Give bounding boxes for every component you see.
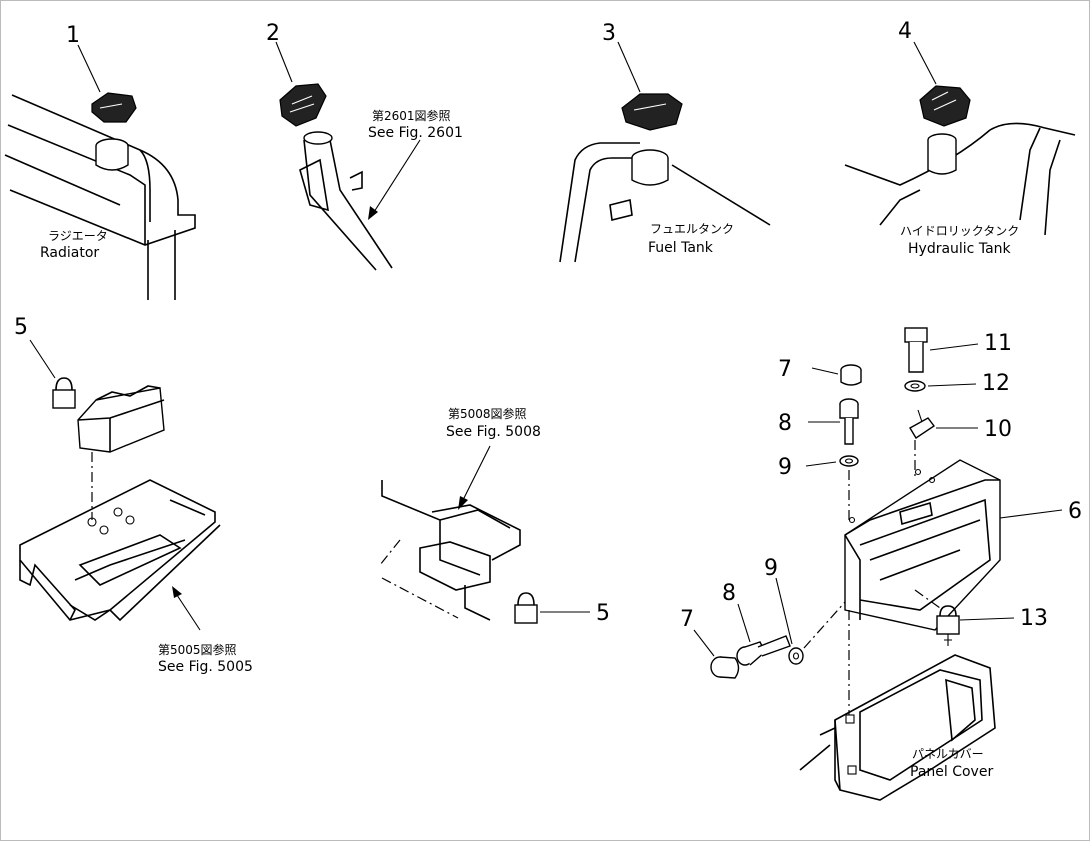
- callout-2: 2: [266, 21, 280, 46]
- hydraulic-tank: [844, 122, 1076, 236]
- part-12-washer: [904, 380, 926, 392]
- callout-9-lower: 9: [764, 556, 778, 581]
- ref-2601-label-en: See Fig. 2601: [368, 125, 463, 141]
- part-8-screw-upper: [839, 398, 859, 445]
- part-7-plug-lower: [710, 656, 740, 679]
- panel-cover-label-en: Panel Cover: [910, 764, 993, 780]
- callout-3: 3: [602, 21, 616, 46]
- callout-12: 12: [982, 371, 1010, 396]
- callout-8-lower: 8: [722, 581, 736, 606]
- part-9-washer-lower: [788, 647, 804, 665]
- part-6-panel-box: [844, 459, 1001, 631]
- part-13-padlock: [936, 605, 960, 646]
- part-5-padlock-center: [514, 592, 538, 624]
- callout-13: 13: [1020, 606, 1048, 631]
- callout-5-left: 5: [14, 315, 28, 340]
- callout-11: 11: [984, 331, 1012, 356]
- radiator-assembly: [4, 94, 196, 300]
- ref-5008-label-jp: 第5008図参照: [448, 406, 527, 421]
- callout-7-upper: 7: [778, 357, 792, 382]
- callout-6: 6: [1068, 499, 1082, 524]
- fuel-label-jp: フュエルタンク: [650, 222, 734, 236]
- ref-5005-label-jp: 第5005図参照: [158, 642, 237, 657]
- callout-5-center: 5: [596, 601, 610, 626]
- callout-8-upper: 8: [778, 411, 792, 436]
- lock-box: [77, 385, 165, 453]
- callout-4: 4: [898, 19, 912, 44]
- radiator-label-jp: ラジエータ: [48, 229, 108, 243]
- fuel-label-en: Fuel Tank: [648, 240, 714, 256]
- filler-pipe: [299, 131, 393, 271]
- lock-bracket: [379, 480, 521, 621]
- ref-5008-label-en: See Fig. 5008: [446, 424, 541, 440]
- panel-cover: [799, 654, 996, 801]
- floor-plate: [19, 479, 221, 622]
- fuel-tank: [559, 142, 771, 263]
- part-10-hasp: [909, 409, 936, 439]
- hydraulic-label-jp: ハイドロリックタンク: [900, 224, 1019, 238]
- radiator-label-en: Radiator: [40, 245, 99, 261]
- callout-10: 10: [984, 417, 1012, 442]
- part-11-bolt: [904, 327, 928, 373]
- panel-cover-label-jp: パネルカバー: [912, 747, 984, 761]
- part-4-cap: [919, 85, 971, 127]
- hydraulic-label-en: Hydraulic Tank: [908, 241, 1012, 257]
- part-5-padlock-left: [52, 377, 76, 409]
- callout-1: 1: [66, 23, 80, 48]
- callout-7-lower: 7: [680, 607, 694, 632]
- part-7-plug-upper: [840, 364, 862, 386]
- part-9-washer-upper: [839, 455, 859, 467]
- ref-5005-label-en: See Fig. 5005: [158, 659, 253, 675]
- ref-2601-label-jp: 第2601図参照: [372, 108, 451, 123]
- part-1-cap: [91, 92, 137, 123]
- callout-9-upper: 9: [778, 455, 792, 480]
- part-3-cap: [621, 93, 683, 131]
- part-2-cap: [279, 83, 327, 127]
- part-8-screw-lower: [736, 635, 791, 666]
